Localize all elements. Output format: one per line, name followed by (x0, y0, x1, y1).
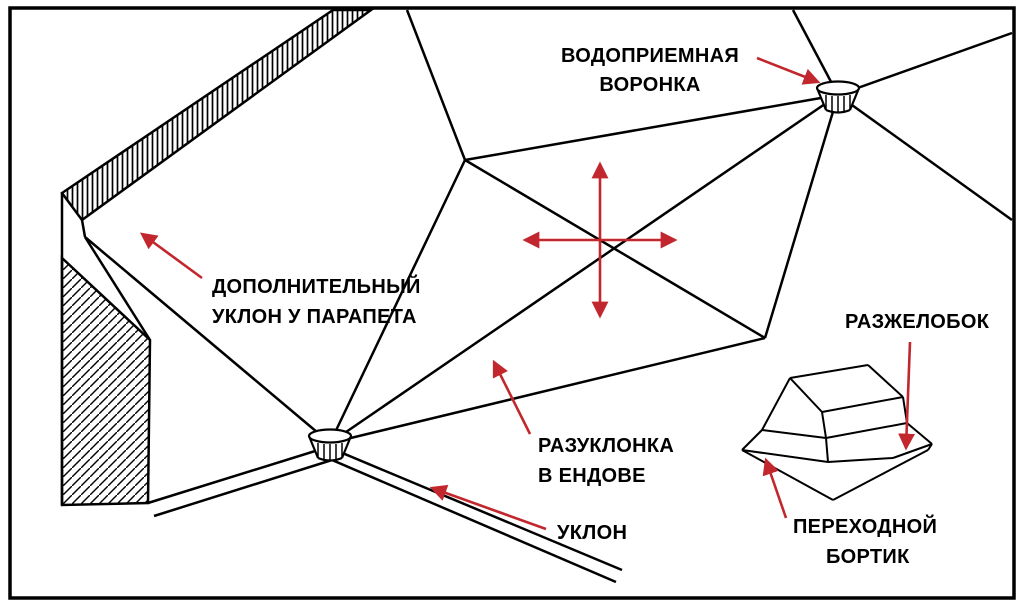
arrow-to-valley-slope-icon (492, 359, 532, 435)
label-drain-funnel: ВОДОПРИЕМНАЯ (561, 45, 739, 67)
arrow-to-parapet-slope-icon (139, 232, 203, 280)
arrow-to-drain-funnel-icon (756, 56, 821, 85)
label-transition-curb-2: БОРТИК (826, 546, 910, 568)
leader-arrows (139, 56, 915, 531)
label-valley-counter-slope-2: В ЕНДОВЕ (538, 465, 646, 487)
arrow-to-transition-curb-icon (762, 457, 788, 519)
slope-cross-arrows (522, 161, 678, 319)
label-parapet-slope-2: УКЛОН У ПАРАПЕТА (212, 306, 417, 328)
label-valley-counter-slope: РАЗУКЛОНКА (538, 435, 674, 457)
arrow-to-valley-gutter-icon (898, 341, 915, 451)
label-transition-curb: ПЕРЕХОДНОЙ (793, 514, 937, 538)
curb-detail (741, 364, 933, 501)
labels: ВОДОПРИЕМНАЯ ВОРОНКА ДОПОЛНИТЕЛЬНЫЙ УКЛО… (212, 45, 990, 568)
label-drain-funnel-2: ВОРОНКА (599, 74, 700, 96)
label-parapet-slope: ДОПОЛНИТЕЛЬНЫЙ (212, 274, 421, 298)
arrow-to-slope-icon (429, 484, 547, 531)
label-valley-gutter: РАЗЖЕЛОБОК (845, 311, 990, 333)
label-slope: УКЛОН (557, 522, 627, 544)
diagram-border (8, 6, 1016, 600)
